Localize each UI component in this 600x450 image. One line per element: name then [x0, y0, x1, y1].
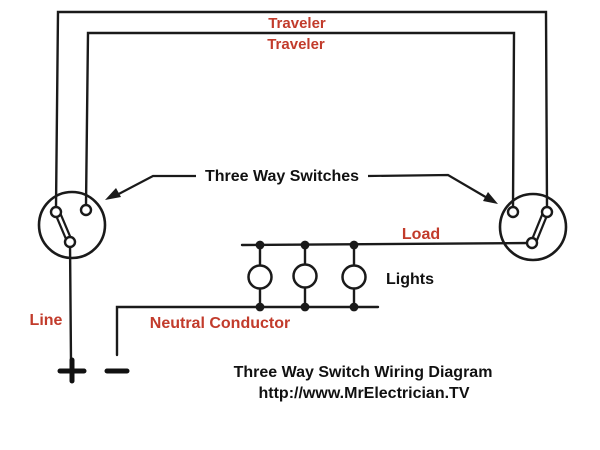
neutral-conductor-label: Neutral Conductor — [150, 315, 290, 332]
junction-dot — [349, 302, 359, 312]
load-wire — [240, 241, 533, 247]
traveler-wire-outer — [54, 10, 549, 209]
right-switch-blade-inner — [532, 212, 547, 243]
right-switch-body — [498, 192, 568, 262]
diagram-url: http://www.MrElectrician.TV — [259, 385, 470, 402]
junction-dot — [300, 302, 310, 312]
neutral-wire — [115, 305, 380, 357]
lights-group — [247, 263, 367, 290]
right-arrowhead-icon — [483, 192, 498, 204]
line-conductor-wire — [68, 240, 73, 364]
junction-dots — [255, 240, 359, 312]
switch-label-leaders — [105, 173, 498, 204]
lights-label: Lights — [386, 271, 434, 288]
light-bulb-2 — [292, 263, 318, 289]
right-switch-traveler-terminal-2 — [540, 205, 554, 219]
load-label: Load — [402, 226, 440, 243]
diagram-title: Three Way Switch Wiring Diagram — [234, 364, 493, 381]
switch-terminals — [49, 203, 554, 250]
junction-dot — [300, 240, 310, 250]
left-arrowhead-icon — [105, 188, 121, 200]
right-switch-common-terminal — [525, 236, 539, 250]
wires — [54, 10, 549, 364]
traveler-label-outer: Traveler — [268, 15, 326, 32]
right-leader-line — [367, 173, 490, 200]
traveler-label-inner: Traveler — [267, 36, 325, 53]
polarity-symbols — [57, 357, 130, 384]
three-way-switches-label: Three Way Switches — [205, 168, 359, 185]
left-switch-blade-inner — [56, 212, 71, 242]
line-label: Line — [30, 312, 63, 329]
right-switch-traveler-terminal-1 — [506, 205, 520, 219]
junction-dot — [255, 240, 265, 250]
left-switch-body — [37, 190, 107, 260]
light-bulb-1 — [247, 264, 273, 290]
left-switch-common-terminal — [63, 235, 77, 249]
switch-blades — [54, 210, 549, 245]
left-switch-traveler-terminal-2 — [79, 203, 93, 217]
junction-dot — [349, 240, 359, 250]
junction-dot — [255, 302, 265, 312]
left-switch-traveler-terminal-1 — [49, 205, 63, 219]
traveler-wire-inner — [84, 31, 516, 209]
left-leader-line — [112, 174, 196, 198]
light-bulb-3 — [341, 264, 367, 290]
